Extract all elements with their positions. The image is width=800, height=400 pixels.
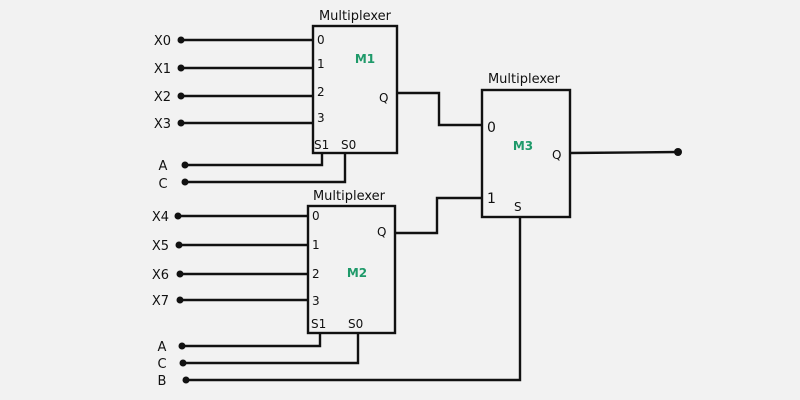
terminal-x5 xyxy=(175,241,183,249)
m2-pin-s0: S0 xyxy=(348,317,363,331)
label-x1: X1 xyxy=(154,62,171,77)
wire-output xyxy=(569,150,679,155)
mux-m1: Multiplexer M1 0 1 2 3 S1 S0 Q X0 X1 X2 … xyxy=(154,9,399,192)
terminal-x1 xyxy=(177,64,185,72)
wire-m2-c xyxy=(183,333,360,365)
mux-m2: Multiplexer M2 0 1 2 3 S1 S0 Q X4 X5 X6 … xyxy=(152,189,397,389)
label-x4: X4 xyxy=(152,210,169,225)
terminal-x0 xyxy=(177,36,185,44)
label-x0: X0 xyxy=(154,34,171,49)
m2-name: M2 xyxy=(347,266,367,280)
wire-m2-a xyxy=(182,333,322,348)
m1-box xyxy=(311,24,399,155)
m2-pin-0: 0 xyxy=(312,209,320,223)
m1-pin-q: Q xyxy=(379,91,388,105)
m2-title: Multiplexer xyxy=(313,189,386,204)
terminal-m1-c xyxy=(181,178,189,186)
m2-pin-s1: S1 xyxy=(311,317,326,331)
m1-pin-1: 1 xyxy=(317,57,325,71)
terminal-x2 xyxy=(177,92,185,100)
m1-pin-s0: S0 xyxy=(341,138,356,152)
m2-pin-q: Q xyxy=(377,225,386,239)
m3-pin-0: 0 xyxy=(487,120,496,136)
terminal-x7 xyxy=(176,296,184,304)
label-x3: X3 xyxy=(154,117,171,132)
label-b: B xyxy=(158,374,167,389)
terminal-m2-c xyxy=(179,359,187,367)
m3-name: M3 xyxy=(513,139,533,153)
label-m2-c: C xyxy=(157,357,166,372)
m2-pin-3: 3 xyxy=(312,294,320,308)
terminal-m2-a xyxy=(178,342,186,350)
wire-b-to-m3-s xyxy=(186,217,522,382)
m1-name: M1 xyxy=(355,52,375,66)
wire-m1q-to-m3-0 xyxy=(397,91,482,127)
label-x7: X7 xyxy=(152,294,169,309)
label-x6: X6 xyxy=(152,268,169,283)
wire-m1-a xyxy=(185,153,324,167)
m1-pin-3: 3 xyxy=(317,111,325,125)
terminal-x3 xyxy=(177,119,185,127)
m2-pin-1: 1 xyxy=(312,238,320,252)
m2-pin-2: 2 xyxy=(312,267,320,281)
terminal-output xyxy=(674,148,682,156)
m1-pin-0: 0 xyxy=(317,33,325,47)
m1-pin-2: 2 xyxy=(317,85,325,99)
label-m1-c: C xyxy=(158,177,167,192)
label-x2: X2 xyxy=(154,90,171,105)
label-m1-a: A xyxy=(159,159,168,174)
m3-box xyxy=(480,88,572,219)
m1-pin-s1: S1 xyxy=(314,138,329,152)
label-x5: X5 xyxy=(152,239,169,254)
m3-pin-q: Q xyxy=(552,148,561,162)
m2-box xyxy=(306,204,397,335)
terminal-x4 xyxy=(174,212,182,220)
m1-title: Multiplexer xyxy=(319,9,392,24)
label-m2-a: A xyxy=(158,340,167,355)
m3-pin-s: S xyxy=(514,200,522,214)
m3-title: Multiplexer xyxy=(488,72,561,87)
m3-pin-1: 1 xyxy=(487,191,496,207)
terminal-m1-a xyxy=(181,161,189,169)
wire-m1-c xyxy=(185,153,347,184)
terminal-x6 xyxy=(176,270,184,278)
mux-m3: Multiplexer M3 0 1 S Q xyxy=(480,72,682,219)
wire-m2q-to-m3-1 xyxy=(395,196,482,235)
